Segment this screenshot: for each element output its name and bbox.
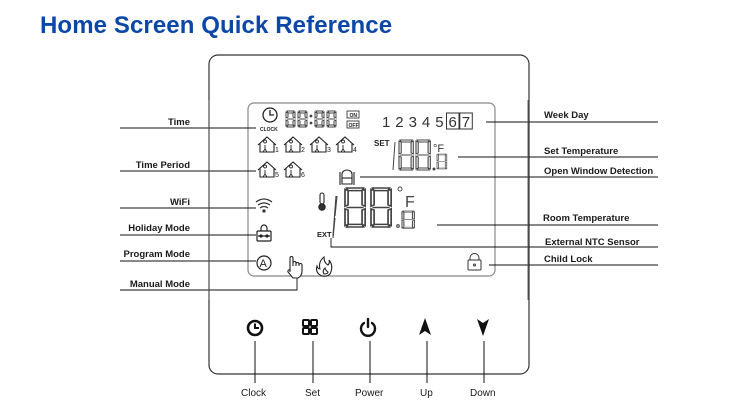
page-title: Home Screen Quick Reference: [40, 12, 393, 39]
set-label: SET: [374, 139, 390, 148]
room-unit: F: [405, 194, 415, 211]
label-child-lock: Child Lock: [544, 254, 593, 265]
label-room-temperature: Room Temperature: [543, 213, 630, 224]
heating-flame-icon: [316, 255, 333, 277]
button-label-power: Power: [355, 388, 384, 399]
off-indicator: OFF: [346, 120, 360, 129]
ext-label: EXT: [317, 230, 332, 239]
set-button-grid-icon[interactable]: [302, 319, 318, 335]
label-external-ntc-sensor: External NTC Sensor: [545, 237, 640, 248]
svg-text:OFF: OFF: [349, 123, 359, 129]
button-label-down: Down: [470, 388, 496, 399]
time-period-5-icon: 5: [257, 161, 279, 179]
thermometer-icon: [318, 192, 326, 211]
weekday-highlight-box: [459, 112, 473, 130]
label-manual-mode: Manual Mode: [129, 279, 190, 290]
label-open-window-detection: Open Window Detection: [544, 166, 654, 177]
holiday-briefcase-icon: [256, 224, 272, 242]
power-button-icon[interactable]: [359, 317, 377, 337]
time-display: [285, 110, 337, 128]
label-time-period: Time Period: [135, 160, 190, 171]
svg-text:6: 6: [301, 172, 305, 179]
svg-text:4: 4: [353, 147, 357, 154]
weekday-5: 5: [435, 114, 443, 131]
on-indicator: ON: [346, 110, 360, 119]
svg-text:2: 2: [301, 147, 305, 154]
weekday-1: 1: [382, 114, 390, 131]
button-label-set: Set: [305, 388, 321, 399]
set-unit: °F: [433, 143, 444, 155]
label-wifi: WiFi: [170, 197, 190, 208]
clock-button-icon[interactable]: [246, 319, 264, 337]
label-set-temperature: Set Temperature: [544, 146, 619, 157]
svg-text:ON: ON: [350, 113, 358, 119]
clock-label: CLOCK: [260, 127, 278, 133]
callout-line-manual: [120, 278, 298, 291]
manual-mode-hand-icon: [287, 256, 303, 279]
weekday-6: 6: [449, 114, 457, 131]
clock-lcd-icon: [262, 107, 278, 123]
time-period-6-icon: 6: [283, 161, 305, 179]
weekday-7: 7: [462, 114, 470, 131]
program-mode-icon: A: [256, 255, 272, 271]
period-icons: 1 2 3 4 5 6: [257, 136, 357, 179]
callout-line-ext: [330, 238, 658, 248]
up-button-arrow-icon[interactable]: [419, 318, 431, 335]
label-holiday-mode: Holiday Mode: [128, 223, 190, 234]
label-week-day: Week Day: [544, 110, 589, 121]
open-window-icon: [339, 169, 355, 185]
set-temperature-display: [392, 139, 448, 171]
svg-text:A: A: [260, 258, 268, 270]
weekday-3: 3: [409, 114, 417, 131]
weekday-highlight-box: [446, 112, 460, 130]
time-period-4-icon: 4: [335, 136, 357, 154]
svg-text:3: 3: [327, 147, 331, 154]
time-period-1-icon: 1: [257, 136, 279, 154]
weekday-4: 4: [422, 114, 430, 131]
label-program-mode: Program Mode: [123, 249, 190, 260]
svg-text:5: 5: [275, 172, 279, 179]
time-period-3-icon: 3: [309, 136, 331, 154]
button-label-up: Up: [420, 388, 433, 399]
svg-text:1: 1: [275, 147, 279, 154]
lcd-frame: [247, 102, 496, 277]
button-label-clock: Clock: [241, 388, 267, 399]
child-lock-icon: [467, 253, 482, 271]
label-time: Time: [167, 117, 190, 128]
room-temperature-display: [332, 187, 415, 239]
down-button-arrow-icon[interactable]: [477, 319, 489, 336]
time-period-2-icon: 2: [283, 136, 305, 154]
weekday-2: 2: [395, 114, 403, 131]
degree-symbol: [397, 186, 403, 192]
wifi-icon: [255, 198, 273, 213]
